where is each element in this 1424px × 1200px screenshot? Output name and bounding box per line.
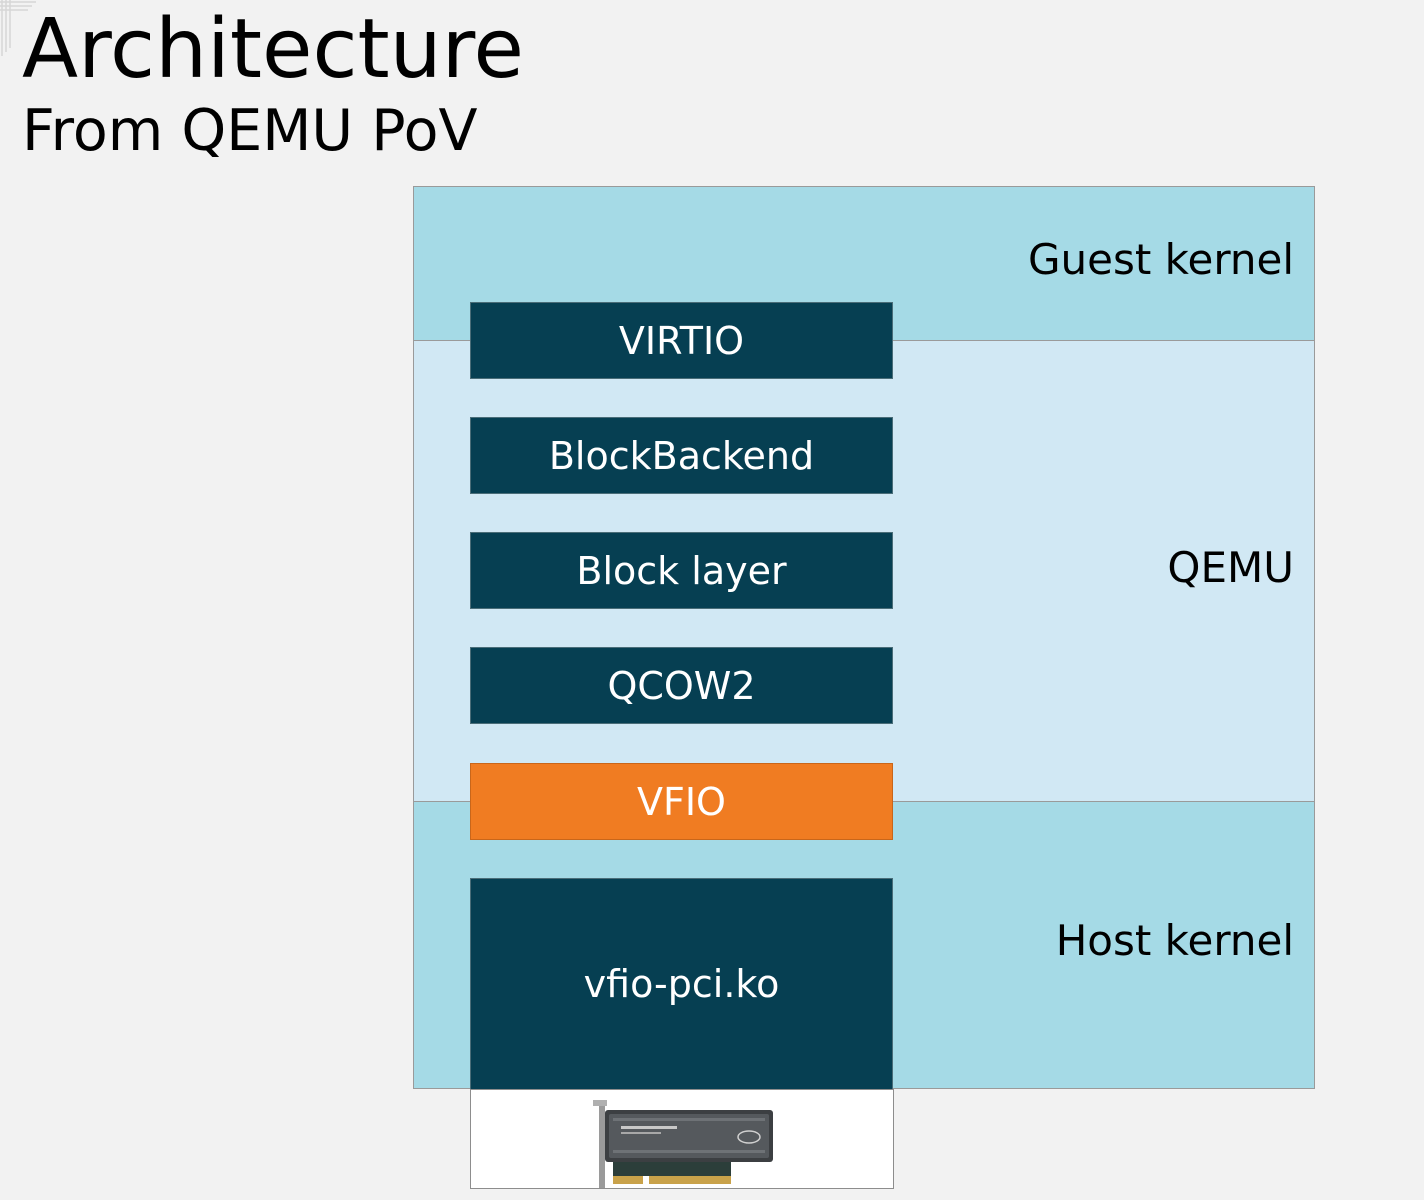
block-layer-label: Block layer — [576, 548, 787, 593]
nvme-ssd-card-icon — [593, 1100, 773, 1188]
slide-subtitle: From QEMU PoV — [22, 98, 478, 164]
virtio-label: VIRTIO — [618, 318, 745, 363]
guest-kernel-label: Guest kernel — [1027, 235, 1294, 284]
vfio-block: VFIO — [470, 763, 893, 840]
virtio-block: VIRTIO — [470, 302, 893, 379]
host-kernel-label: Host kernel — [1055, 916, 1294, 965]
block-backend-label: BlockBackend — [548, 433, 815, 478]
vfio-label: VFIO — [637, 779, 726, 824]
hardware-device-box — [470, 1089, 894, 1189]
qemu-label: QEMU — [1167, 543, 1294, 592]
vfio-pci-label: vfio-pci.ko — [583, 962, 780, 1006]
corner-decoration-icon — [0, 0, 36, 56]
vfio-pci-block: vfio-pci.ko — [470, 878, 893, 1090]
qcow2-label: QCOW2 — [607, 663, 756, 708]
slide-title: Architecture — [22, 2, 525, 97]
block-layer-block: Block layer — [470, 532, 893, 609]
block-backend-block: BlockBackend — [470, 417, 893, 494]
qcow2-block: QCOW2 — [470, 647, 893, 724]
